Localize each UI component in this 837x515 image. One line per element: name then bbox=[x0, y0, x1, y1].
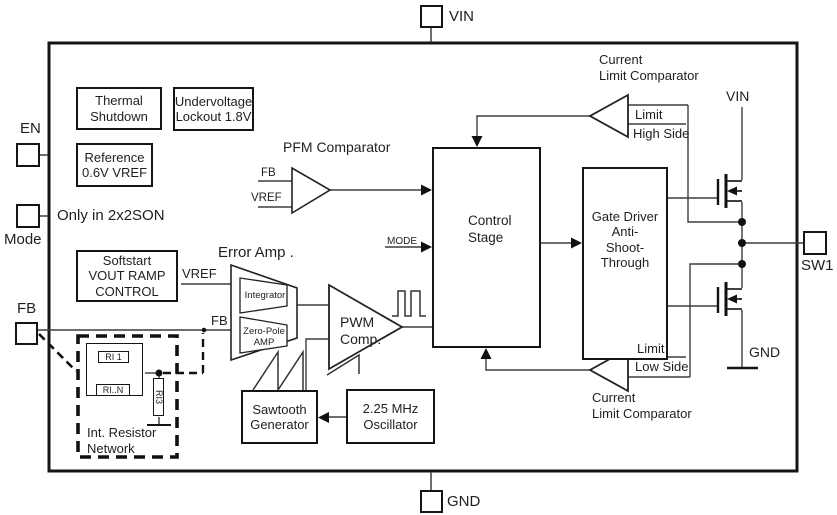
integrator-label: Integrator bbox=[244, 290, 286, 301]
pin-sw1-label: SW1 bbox=[801, 257, 834, 274]
gate-driver-block: Gate Driver Anti- Shoot-Through bbox=[582, 167, 668, 360]
pfm-fb-input-label: FB bbox=[261, 167, 276, 179]
pin-gnd bbox=[420, 490, 443, 513]
pin-mode-label: Mode bbox=[4, 231, 42, 248]
softstart-block: Softstart VOUT RAMP CONTROL bbox=[76, 250, 178, 302]
resistor-ri1: RI 1 bbox=[98, 351, 129, 363]
limit-low-label: Limit bbox=[637, 341, 665, 356]
reference-block: Reference 0.6V VREF bbox=[76, 143, 153, 187]
thermal-shutdown-block: Thermal Shutdown bbox=[76, 87, 162, 130]
pwm-pulse-waveform-icon bbox=[392, 290, 426, 317]
fb-zoom-dashed-line bbox=[38, 333, 77, 372]
pfm-comparator-label: PFM Comparator bbox=[283, 139, 391, 155]
pfm-comparator-triangle bbox=[291, 166, 332, 215]
current-limit-comparator-low-label: Current Limit Comparator bbox=[592, 390, 692, 421]
pin-sw1 bbox=[803, 231, 827, 255]
high-side-mosfet-icon bbox=[716, 174, 742, 208]
pin-en bbox=[16, 143, 40, 167]
mode-wire-label: MODE bbox=[387, 236, 417, 247]
resistor-ri3: RI3 bbox=[153, 378, 164, 416]
current-limit-comparator-high-label: Current Limit Comparator bbox=[599, 52, 699, 83]
low-side-mosfet-icon bbox=[716, 282, 742, 316]
internal-feedback-dashed-wire bbox=[163, 333, 205, 375]
resistor-ri3-label: RI3 bbox=[153, 389, 164, 405]
oscillator-block: 2.25 MHz Oscillator bbox=[346, 389, 435, 444]
vref-wire-label: VREF bbox=[182, 266, 217, 281]
only-in-2x2son-note: Only in 2x2SON bbox=[57, 207, 165, 224]
integrator-shape bbox=[239, 277, 288, 314]
int-resistor-network-label: Int. Resistor Network bbox=[87, 425, 157, 456]
undervoltage-lockout-block: Undervoltage Lockout 1.8V bbox=[173, 87, 254, 131]
sawtooth-waveform-small-icon bbox=[326, 353, 360, 376]
pwm-comp-label: PWM Comp. bbox=[340, 314, 382, 348]
pin-vin-label: VIN bbox=[449, 8, 475, 25]
gnd-rail-label: GND bbox=[749, 344, 781, 360]
high-side-label: High Side bbox=[633, 126, 690, 141]
pfm-vref-input-label: VREF bbox=[251, 192, 282, 204]
pin-en-label: EN bbox=[20, 120, 41, 137]
ic-outline bbox=[47, 41, 799, 473]
resistor-network-dashed-border bbox=[76, 334, 179, 459]
arrowheads bbox=[318, 136, 582, 423]
current-limit-high-triangle bbox=[588, 93, 629, 139]
pin-fb bbox=[15, 322, 38, 345]
error-amp-label: Error Amp . bbox=[218, 244, 294, 261]
low-side-label: Low Side bbox=[635, 359, 689, 374]
pin-mode bbox=[16, 204, 40, 228]
pin-gnd-label: GND bbox=[447, 493, 481, 510]
sawtooth-generator-block: Sawtooth Generator bbox=[241, 390, 318, 444]
vin-rail-label: VIN bbox=[726, 88, 750, 104]
zero-pole-amp-shape bbox=[239, 316, 288, 354]
fb-wire-label: FB bbox=[211, 313, 228, 328]
resistor-rin: RI..N bbox=[96, 384, 130, 396]
pwm-comparator-triangle bbox=[328, 283, 404, 371]
control-stage-block: Control Stage bbox=[432, 147, 541, 348]
sawtooth-waveform-icon bbox=[252, 349, 304, 393]
pin-vin bbox=[420, 5, 443, 28]
limit-high-label: Limit bbox=[635, 107, 663, 122]
pin-fb-label: FB bbox=[17, 300, 37, 317]
zero-pole-amp-label: Zero-Pole AMP bbox=[243, 326, 285, 349]
pin-stub-wires bbox=[40, 28, 432, 490]
junction-dots bbox=[155, 218, 746, 377]
